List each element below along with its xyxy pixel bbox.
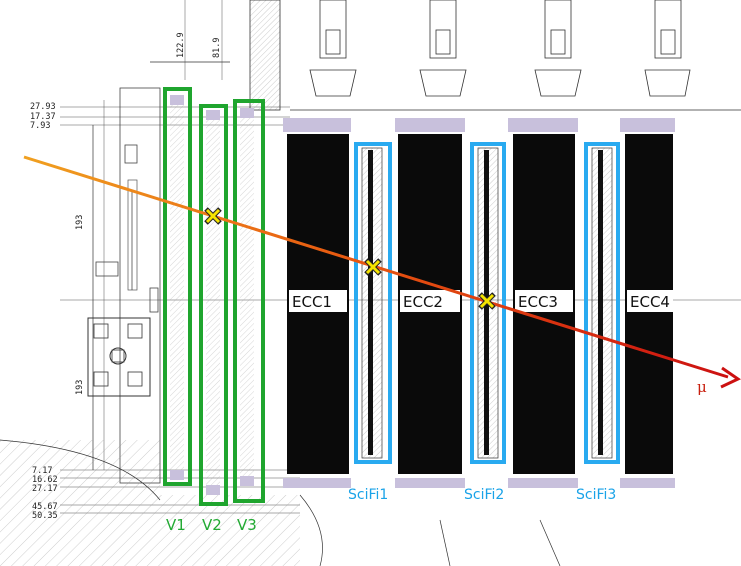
- particle-label: μ: [697, 378, 707, 396]
- dim-vertical-1: 193: [75, 215, 85, 230]
- hit-marker-scifi2: [478, 292, 496, 310]
- dim-left-lower-3: 27.17: [32, 484, 58, 494]
- dim-left-lower-1: 7.17: [32, 466, 52, 476]
- scifi-label-2: SciFi2: [464, 487, 504, 503]
- scifi-labels: SciFi1 SciFi2 SciFi3: [348, 487, 616, 503]
- ecc-label-2: ECC2: [403, 293, 443, 311]
- hit-marker-scifi1: [364, 258, 382, 276]
- veto-planes: [163, 87, 265, 506]
- scifi-label-1: SciFi1: [348, 487, 388, 503]
- ecc-label-3: ECC3: [518, 293, 558, 311]
- dim-left-lower-2: 16.62: [32, 475, 58, 485]
- dim-left-upper-1: 27.93: [30, 102, 56, 112]
- ecc-labels: ECC1 ECC2 ECC3 ECC4: [289, 290, 673, 312]
- veto-label-3: V3: [237, 516, 257, 534]
- dim-left-lower-5: 50.35: [32, 511, 58, 521]
- scifi-plane-3: [584, 142, 620, 464]
- hit-markers: [204, 207, 496, 310]
- dim-left-upper-3: 7.93: [30, 121, 50, 131]
- scifi-plane-2: [470, 142, 506, 464]
- veto-label-2: V2: [202, 516, 222, 534]
- scifi-plane-1: [354, 142, 392, 464]
- veto-labels: V1 V2 V3: [166, 516, 257, 534]
- veto-plane-3: [233, 99, 265, 503]
- ecc-label-1: ECC1: [292, 293, 332, 311]
- dim-left-upper-2: 17.37: [30, 112, 56, 122]
- dimension-labels: 122.9 81.9 27.93 17.37 7.93 193 193 7.17…: [30, 32, 222, 521]
- veto-plane-2: [199, 104, 228, 506]
- track-arrowhead: [720, 366, 741, 389]
- dim-vertical-2: 193: [75, 380, 85, 395]
- veto-plane-1: [163, 87, 192, 486]
- dim-left-lower-4: 45.67: [32, 502, 58, 512]
- veto-label-1: V1: [166, 516, 186, 534]
- dim-top-2: 81.9: [212, 38, 222, 58]
- ecc-label-4: ECC4: [630, 293, 670, 311]
- extrusion-profile: [87, 317, 151, 397]
- scifi-planes: [354, 142, 620, 464]
- scifi-label-3: SciFi3: [576, 487, 616, 503]
- top-mounts: [290, 0, 741, 111]
- dim-top-1: 122.9: [176, 32, 186, 58]
- hit-marker-v2: [204, 207, 222, 225]
